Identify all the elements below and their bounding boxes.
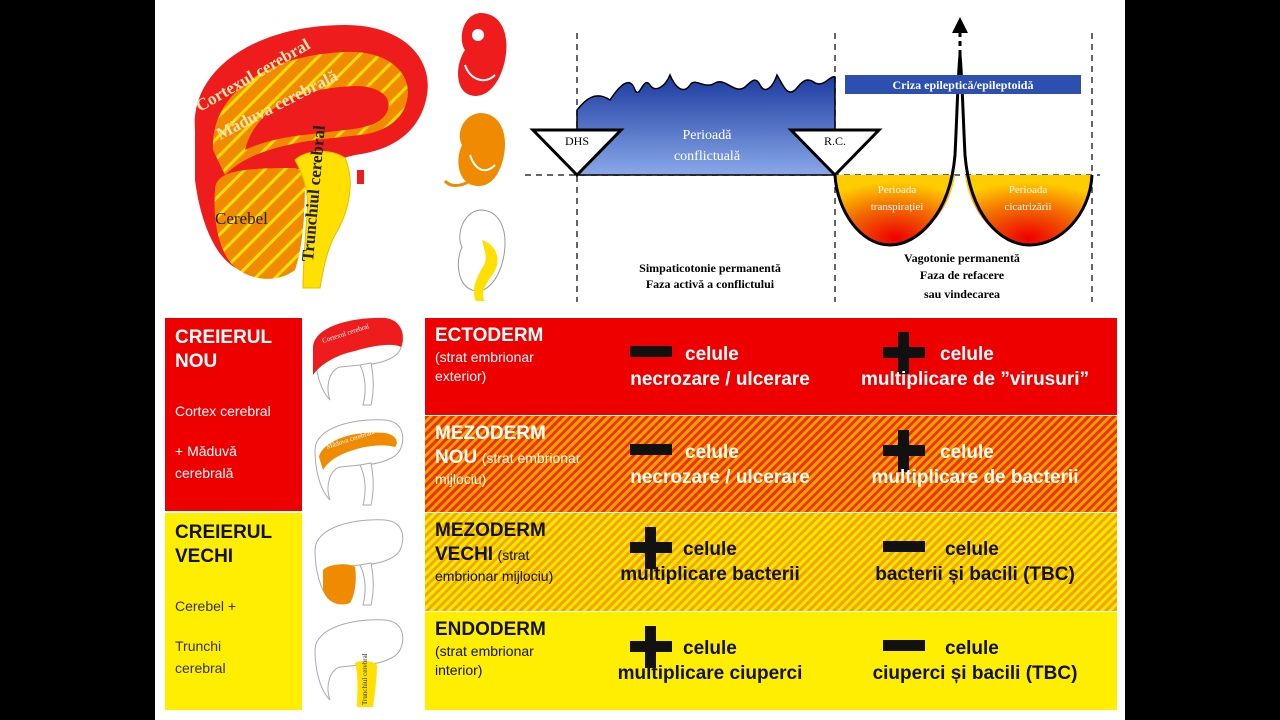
thumb-cerebel [314,519,404,606]
transpiratie-label-1: Perioada [878,184,917,196]
minus-icon [883,541,925,552]
minus-icon [630,346,672,357]
embryo-red [458,13,507,96]
old-brain-title-1: CREIERUL [175,522,273,543]
effect-line-1: celule [940,442,994,463]
cicatrizare-label-2: cicatrizării [1004,201,1051,213]
row-title: ECTODERM [435,325,544,346]
conflict-area [576,73,836,176]
effect-line-2: ciuperci și bacili (TBC) [872,663,1078,684]
effect-line-1: celule [683,539,737,560]
dhs-label: DHS [565,134,589,148]
left-caption-2: Faza activă a conflictului [646,277,775,291]
brain-illustration: Cortexul cerebral Măduva cerebrală Cereb… [193,25,428,289]
minus-icon [883,640,925,651]
endoderm-left-effect: celule multiplicare ciuperci [595,636,825,686]
diagram-canvas: Cortexul cerebral Măduva cerebrală Cereb… [155,0,1125,720]
old-brain-panel: CREIERUL VECHI Cerebel + Trunchi cerebra… [165,513,302,710]
right-caption-3: sau vindecarea [924,287,1000,301]
cerebel-shape [214,168,305,279]
row-mezoderm-nou: MEZODERM NOU (strat embrionar mijlociu) … [425,416,1117,512]
plus-icon [883,332,925,374]
crisis-arrow-head [952,17,968,33]
rc-marker [787,128,883,178]
ectoderm-name: ECTODERM (strat embrionar exterior) [435,324,585,386]
row-mezoderm-vechi: MEZODERM VECHI (strat embrionar mijlociu… [425,513,1117,611]
old-brain-title-2: VECHI [175,546,234,567]
ectoderm-left-effect: celule necrozare / ulcerare [600,342,840,392]
effect-line-1: celule [945,638,999,659]
plus-icon [883,430,925,472]
row-title: MEZODERM [435,423,546,444]
plus-icon [630,527,672,569]
right-caption-2: Faza de refacere [920,268,1005,282]
effect-line-2: necrozare / ulcerare [630,369,810,390]
effect-line-2: necrozare / ulcerare [630,467,810,488]
mezoderm-nou-left-effect: celule necrozare / ulcerare [600,440,840,490]
effect-line-1: celule [685,344,739,365]
row-ectoderm: ECTODERM (strat embrionar exterior) celu… [425,318,1117,415]
old-brain-item-2: Trunchi [175,638,222,654]
effect-line-2: multiplicare ciuperci [617,663,803,684]
old-brain-item-1: Cerebel + [175,598,237,614]
row-title-2: NOU [435,447,478,468]
left-caption-1: Simpaticotonie permanentă [639,261,781,275]
cicatrizare-bowl [965,175,1092,245]
new-brain-title-1: CREIERUL [175,327,273,348]
ectoderm-right-effect: celule multiplicare de ”virusuri” [830,342,1120,392]
old-brain-item-3: cerebral [175,660,226,676]
effect-line-1: celule [940,344,994,365]
mezoderm-nou-right-effect: celule multiplicare de bacterii [830,440,1120,490]
endoderm-right-effect: celule ciuperci și bacili (TBC) [840,636,1110,686]
row-sub: (strat embrionar exterior) [435,349,534,384]
effect-line-1: celule [683,638,737,659]
thumb-trunchi: Trunchiul cerebral [314,619,404,707]
new-brain-title-2: NOU [175,351,218,372]
brain-thumbnails: Cortexul cerebral Măduva cerebrală Trunc… [313,317,404,707]
dhs-marker [529,128,625,178]
effect-line-2: multiplicare bacterii [620,564,800,585]
effect-line-2: multiplicare de bacterii [871,467,1079,488]
minus-icon [630,444,672,455]
effect-line-2: bacterii și bacili (TBC) [875,564,1075,585]
new-brain-item-2: + Măduvă [175,443,237,459]
row-sub: (strat embrionar mijlociu) [435,450,581,487]
mezoderm-vechi-name: MEZODERM VECHI (strat embrionar mijlociu… [435,519,585,586]
mezoderm-vechi-right-effect: celule bacterii și bacili (TBC) [840,537,1110,587]
embryo-illustrations [443,13,507,301]
transpiratie-label-2: transpirației [871,201,924,213]
new-brain-panel: CREIERUL NOU Cortex cerebral + Măduvă ce… [165,318,302,511]
conflict-label-2: conflictuală [674,149,741,164]
row-sub: (strat embrionar mijlociu) [435,547,554,584]
new-brain-item-1: Cortex cerebral [175,403,271,419]
trunchi-shape [294,151,351,289]
row-endoderm: ENDODERM (strat embrionar interior) celu… [425,612,1117,710]
rc-label: R.C. [824,134,846,148]
conflict-label-1: Perioadă [683,128,733,143]
endoderm-name: ENDODERM (strat embrionar interior) [435,618,585,680]
cerebel-label: Cerebel [215,209,268,228]
effect-line-2: multiplicare de ”virusuri” [860,369,1090,390]
row-title-2: VECHI [435,544,494,565]
row-title: MEZODERM [435,520,546,541]
row-title: ENDODERM [435,619,546,640]
row-sub: (strat embrionar interior) [435,643,534,678]
crisis-banner [845,75,1081,94]
effect-line-1: celule [685,442,739,463]
embryo-yellow [457,209,506,301]
embryo-orange [443,113,505,187]
crisis-label: Criza epileptică/epileptoidă [893,78,1034,92]
cicatrizare-label-1: Perioada [1009,184,1048,196]
phase-diagram: Criza epileptică/epileptoidă DHS R.C. Pe… [525,17,1100,302]
thumb-maduva: Măduva cerebrală [314,419,404,506]
mezoderm-vechi-left-effect: celule multiplicare bacterii [595,537,825,587]
effect-line-1: celule [945,539,999,560]
mezoderm-nou-name: MEZODERM NOU (strat embrionar mijlociu) [435,422,585,489]
thumb-cortex: Cortexul cerebral [313,317,404,406]
new-brain-item-3: cerebrală [175,465,234,481]
right-caption-1: Vagotonie permanentă [904,251,1020,265]
thumb-trunchi-label: Trunchiul cerebral [361,653,369,705]
plus-icon [630,626,672,668]
